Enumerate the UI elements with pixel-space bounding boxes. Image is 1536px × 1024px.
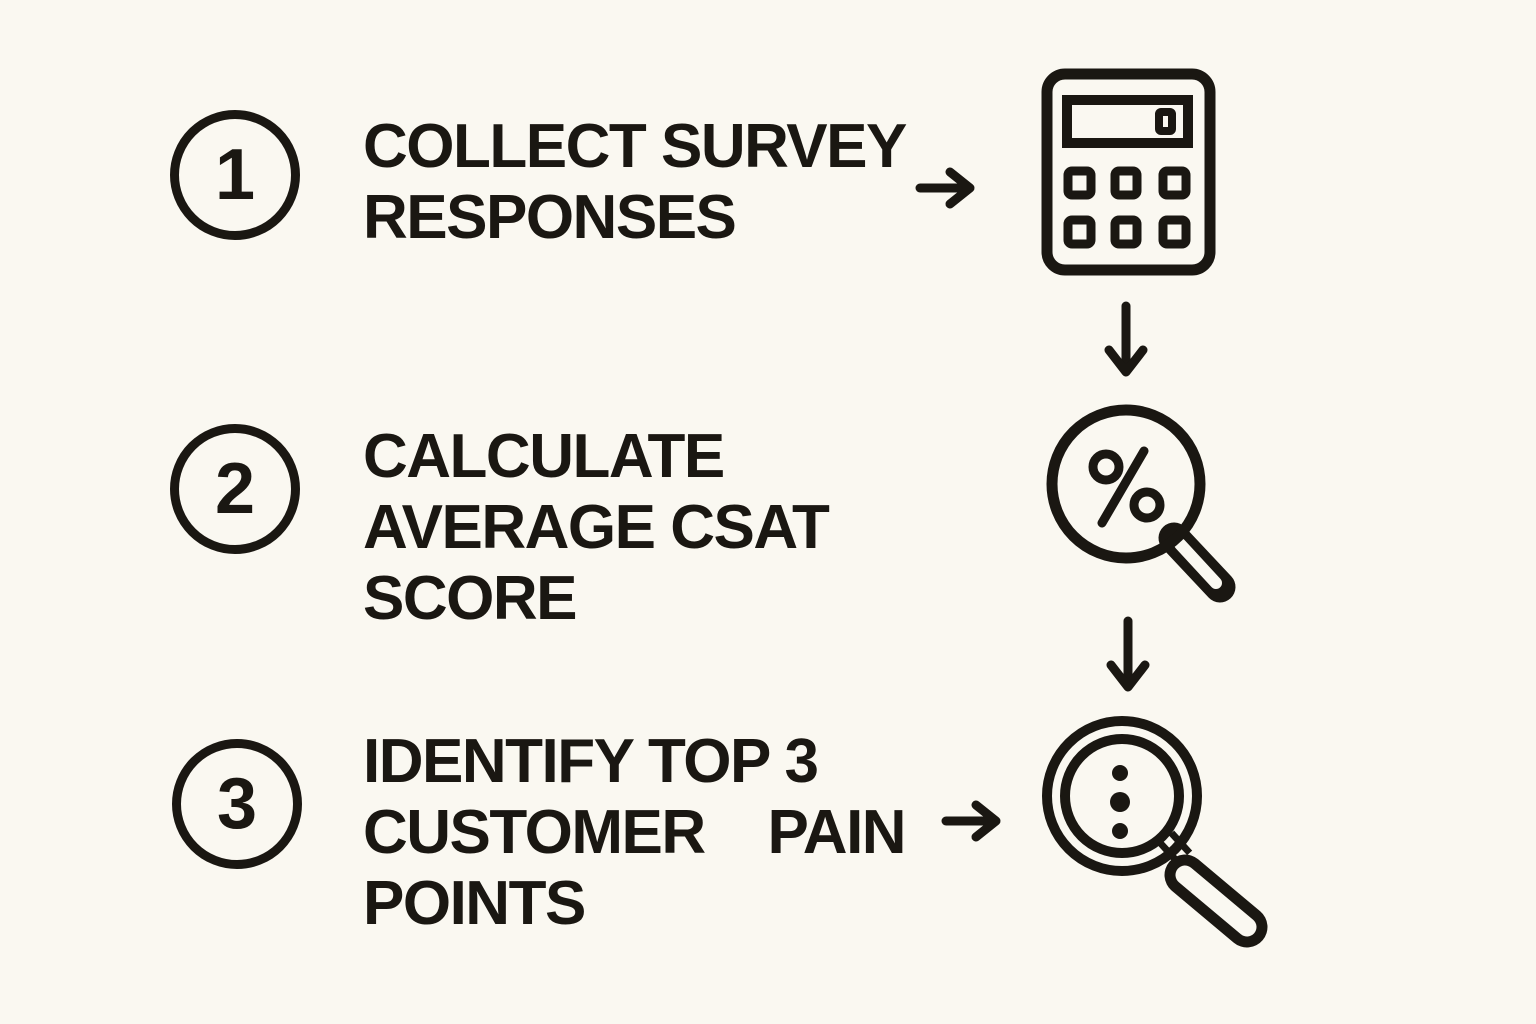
step-2-title-line-1: CALCULATE	[363, 422, 725, 491]
arrow-down-icon	[1106, 616, 1150, 692]
arrow-right-icon	[941, 800, 1001, 842]
step-1-title: COLLECT SURVEY RESPONSES	[363, 111, 907, 253]
step-2-title: CALCULATE AVERAGE CSAT SCORE	[363, 421, 830, 634]
step-3-title-line-1: IDENTIFY TOP 3	[363, 727, 819, 796]
percent-magnifier-icon	[1046, 404, 1236, 603]
step-2-title-line-3: SCORE	[363, 564, 577, 633]
details-magnifier-icon	[1042, 716, 1268, 948]
calculator-icon	[1041, 68, 1216, 276]
step-2-title-line-2: AVERAGE CSAT	[363, 493, 830, 562]
step-1-title-line-2: RESPONSES	[363, 183, 737, 252]
step-3-badge: 3	[172, 739, 302, 869]
step-3-number: 3	[216, 764, 258, 844]
step-2-number: 2	[214, 449, 256, 529]
arrow-right-icon	[915, 167, 975, 209]
step-2-badge: 2	[170, 424, 300, 554]
step-1-number: 1	[214, 135, 256, 215]
arrow-down-icon	[1104, 301, 1148, 377]
step-1-badge: 1	[170, 110, 300, 240]
step-3-title-line-3: POINTS	[363, 869, 586, 938]
step-3-title: IDENTIFY TOP 3 CUSTOMER PAIN POINTS	[363, 726, 907, 939]
step-1-title-line-1: COLLECT SURVEY	[363, 112, 907, 181]
step-3-title-line-2: CUSTOMER PAIN	[363, 798, 907, 867]
